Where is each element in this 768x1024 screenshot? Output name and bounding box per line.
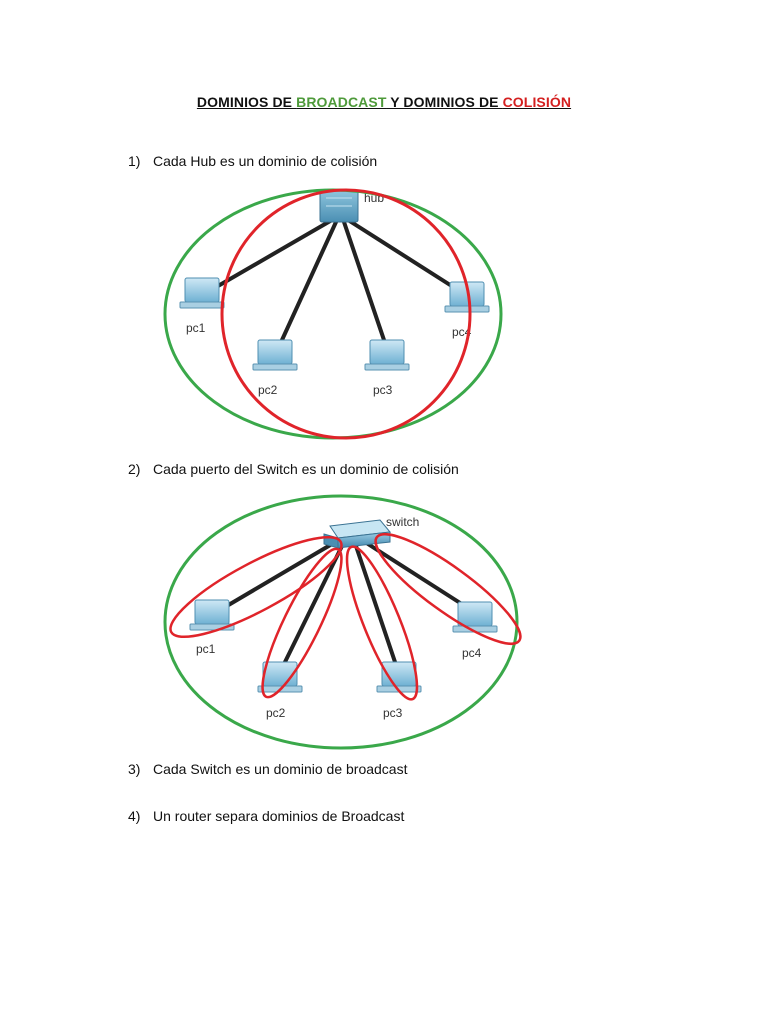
pc1-icon xyxy=(189,599,235,631)
item-number: 2) xyxy=(128,461,141,477)
title-colision: COLISIÓN xyxy=(502,94,572,110)
link-pc4 xyxy=(346,218,460,292)
pc3-label: pc3 xyxy=(383,706,403,720)
hub-topology-diagram: hub pc1 pc2 pc3 pc4 xyxy=(163,188,503,440)
link-pc3 xyxy=(354,544,397,664)
item-number: 4) xyxy=(128,808,141,824)
title-broadcast: BROADCAST xyxy=(296,94,387,110)
pc3-label: pc3 xyxy=(373,383,393,397)
title-part2: Y DOMINIOS DE xyxy=(386,94,503,110)
link-pc2 xyxy=(283,544,344,664)
item-text: Cada Switch es un dominio de broadcast xyxy=(153,761,408,777)
pc2-label: pc2 xyxy=(258,383,278,397)
link-pc1 xyxy=(216,218,334,288)
pc2-label: pc2 xyxy=(266,706,286,720)
pc4-label: pc4 xyxy=(462,646,482,660)
pc3-icon xyxy=(364,339,410,371)
pc1-label: pc1 xyxy=(196,642,216,656)
item-text: Cada Hub es un dominio de colisión xyxy=(153,153,378,169)
page-title: DOMINIOS DE BROADCAST Y DOMINIOS DE COLI… xyxy=(0,94,768,110)
collision-domain-ring-pc2 xyxy=(261,547,343,699)
collision-domain-ring-pc3 xyxy=(345,545,419,701)
pc1-icon xyxy=(179,277,225,309)
collision-domain-ring-pc1 xyxy=(169,535,343,639)
hub-icon xyxy=(319,189,359,223)
link-pc2 xyxy=(280,220,338,342)
list-item-4: 4) Un router separa dominios de Broadcast xyxy=(128,808,404,824)
pc1-label: pc1 xyxy=(186,321,206,335)
title-part1: DOMINIOS DE xyxy=(196,94,297,110)
link-pc4 xyxy=(366,542,470,610)
link-pc1 xyxy=(218,542,334,612)
list-item-2: 2) Cada puerto del Switch es un dominio d… xyxy=(128,461,459,477)
switch-label: switch xyxy=(386,515,419,529)
list-item-1: 1) Cada Hub es un dominio de colisión xyxy=(128,153,377,169)
pc2-icon xyxy=(252,339,298,371)
broadcast-domain-ring xyxy=(163,494,519,750)
list-item-3: 3) Cada Switch es un dominio de broadcast xyxy=(128,761,407,777)
item-number: 1) xyxy=(128,153,141,169)
collision-domain-ring-pc4 xyxy=(374,533,522,645)
link-pc3 xyxy=(342,220,386,342)
pc4-icon xyxy=(452,601,498,633)
collision-domain-ring xyxy=(220,188,472,440)
item-text: Un router separa dominios de Broadcast xyxy=(153,808,405,824)
item-number: 3) xyxy=(128,761,141,777)
item-text: Cada puerto del Switch es un dominio de … xyxy=(153,461,459,477)
switch-topology-diagram: switch pc1 pc2 pc3 pc4 xyxy=(163,494,522,750)
